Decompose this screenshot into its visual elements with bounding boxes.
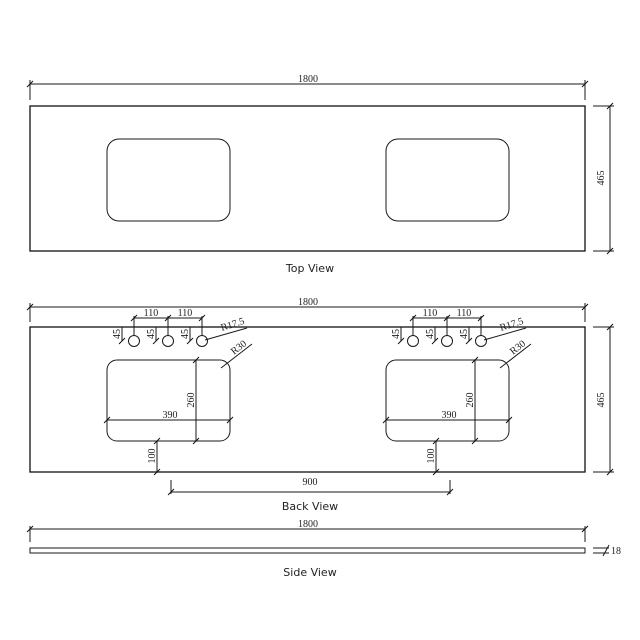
- svg-text:R30: R30: [508, 338, 528, 357]
- svg-text:45: 45: [391, 329, 402, 339]
- countertop-outline-side: [29, 547, 586, 554]
- basin-center-spacing-dimension: 900: [167, 477, 454, 496]
- back-length-label: 1800: [298, 297, 318, 308]
- svg-text:110: 110: [457, 308, 472, 319]
- svg-text:100: 100: [147, 449, 158, 464]
- tap-hole: [162, 335, 174, 347]
- svg-text:45: 45: [425, 329, 436, 339]
- back-depth-dimension: 465: [593, 323, 614, 476]
- svg-text:900: 900: [303, 477, 318, 488]
- svg-text:110: 110: [144, 308, 159, 319]
- svg-text:R30: R30: [229, 338, 249, 357]
- tap-hole: [128, 335, 140, 347]
- tap-hole: [441, 335, 453, 347]
- svg-text:260: 260: [465, 393, 476, 408]
- side-view-label: Side View: [283, 566, 336, 579]
- side-view: 1800 18 Side View: [26, 519, 621, 579]
- back-view-label: Back View: [282, 500, 338, 513]
- svg-text:110: 110: [423, 308, 438, 319]
- countertop-outline-back: [29, 326, 586, 473]
- top-length-label: 1800: [298, 74, 318, 85]
- basin-left-back-group: 110 110 45 45 45 R17.5 R30 390 26: [103, 308, 253, 476]
- svg-text:260: 260: [186, 393, 197, 408]
- basin-left-top: [106, 138, 231, 222]
- svg-text:110: 110: [178, 308, 193, 319]
- svg-text:R17.5: R17.5: [499, 316, 525, 334]
- basin-left-back: [106, 359, 231, 442]
- back-view: 1800 465 110 110 45 45 45: [26, 297, 614, 513]
- svg-text:45: 45: [146, 329, 157, 339]
- basin-right-top: [385, 138, 510, 222]
- top-depth-label: 465: [596, 171, 607, 186]
- top-view: 1800 465 Top View: [26, 74, 614, 275]
- side-length-label: 1800: [298, 519, 318, 530]
- side-thickness-label: 18: [611, 546, 621, 557]
- svg-text:100: 100: [426, 449, 437, 464]
- basin-right-back: [385, 359, 510, 442]
- svg-text:45: 45: [180, 329, 191, 339]
- back-depth-label: 465: [596, 393, 607, 408]
- tap-hole: [407, 335, 419, 347]
- top-depth-dimension: 465: [593, 102, 614, 255]
- top-view-label: Top View: [285, 262, 334, 275]
- tap-hole: [196, 335, 208, 347]
- svg-text:390: 390: [163, 410, 178, 421]
- countertop-outline-top: [29, 105, 586, 252]
- svg-text:45: 45: [459, 329, 470, 339]
- svg-text:R17.5: R17.5: [220, 316, 246, 334]
- back-length-dimension: 1800: [26, 297, 589, 322]
- basin-right-back-group: 110 110 45 45 45 R17.5 R30 390 260 100: [382, 308, 532, 476]
- svg-text:45: 45: [112, 329, 123, 339]
- tap-hole: [475, 335, 487, 347]
- svg-text:390: 390: [442, 410, 457, 421]
- top-length-dimension: 1800: [26, 74, 589, 100]
